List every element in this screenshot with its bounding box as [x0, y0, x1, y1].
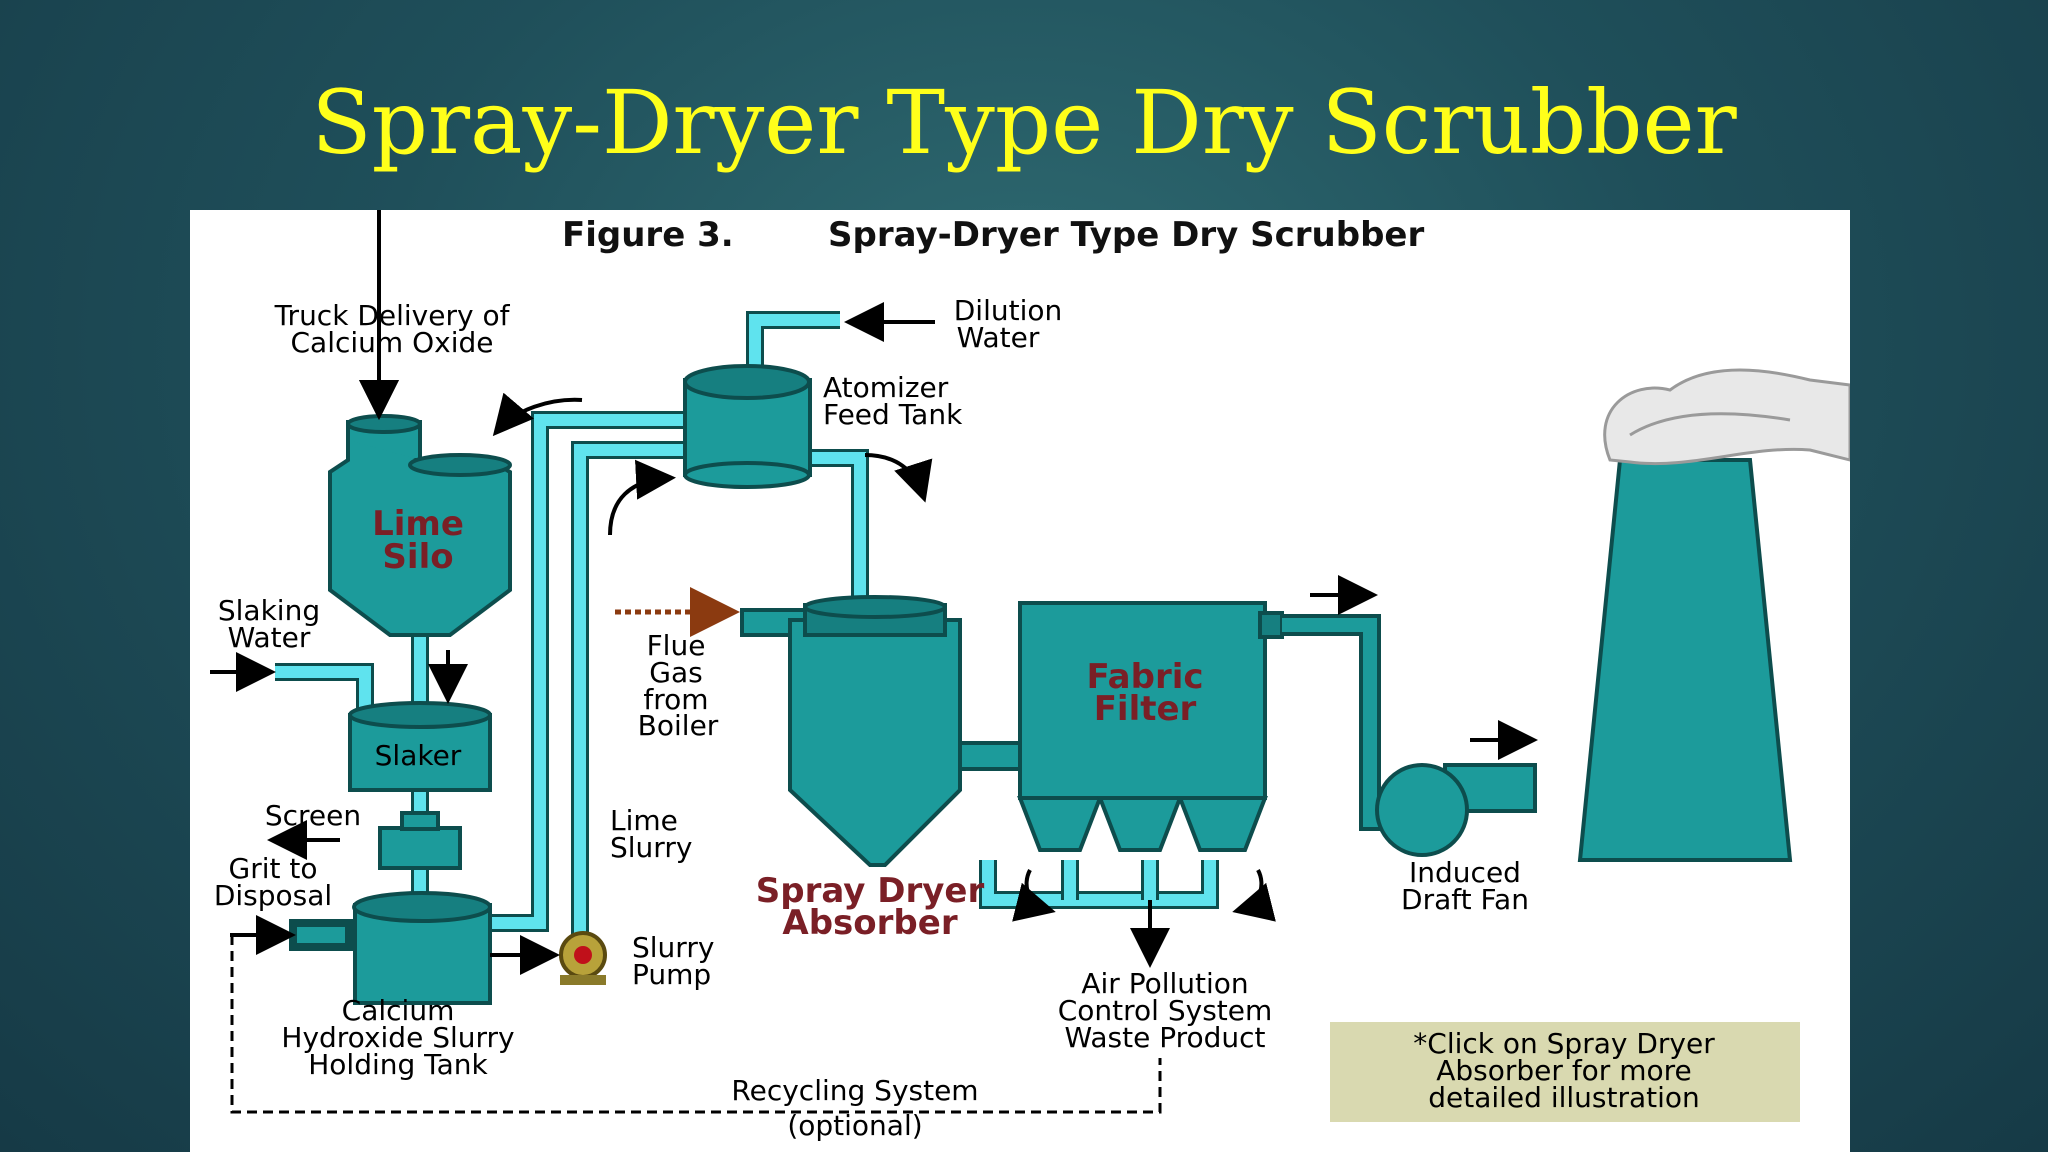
label-flue-gas-1: Flue	[647, 629, 706, 662]
spray-dryer-absorber[interactable]	[740, 595, 962, 867]
duct-absorber-to-filter	[958, 741, 1022, 771]
label-slurry-pump-2: Pump	[632, 958, 711, 991]
label-absorber-1[interactable]: Spray Dryer	[756, 871, 985, 911]
label-atomizer-1: Atomizer	[823, 371, 949, 404]
slaker-label: Slaker	[375, 739, 462, 772]
label-holding-tank-2: Hydroxide Slurry	[281, 1021, 514, 1054]
lime-silo-label-2: Silo	[382, 537, 453, 577]
label-recycling-2: (optional)	[787, 1109, 922, 1142]
click-note-line-3: detailed illustration	[1428, 1081, 1700, 1114]
label-waste-3: Waste Product	[1064, 1021, 1265, 1054]
click-note-line-1: *Click on Spray Dryer	[1413, 1027, 1715, 1060]
smoke-plume	[1603, 368, 1850, 466]
label-screen: Screen	[265, 799, 361, 832]
label-holding-tank-3: Holding Tank	[308, 1048, 488, 1081]
stack[interactable]	[1577, 368, 1850, 862]
label-lime-slurry-2: Slurry	[610, 831, 692, 864]
label-flue-gas-3: from	[643, 683, 708, 716]
pipes	[275, 311, 1219, 945]
figure-panel: Figure 3. Spray-Dryer Type Dry Scrubber	[190, 210, 1850, 1152]
slaker[interactable]: Slaker	[348, 701, 492, 792]
lime-silo-label-1: Lime	[372, 504, 464, 544]
process-diagram: Figure 3. Spray-Dryer Type Dry Scrubber	[210, 210, 1850, 1142]
label-dilution-water-1: Dilution	[954, 294, 1063, 327]
slide-title: Spray-Dryer Type Dry Scrubber	[311, 71, 1737, 174]
figure-caption: Spray-Dryer Type Dry Scrubber	[828, 215, 1424, 255]
label-grit-2: Disposal	[214, 879, 332, 912]
slurry-pump[interactable]	[559, 931, 607, 985]
label-flue-gas-4: Boiler	[638, 709, 719, 742]
atomizer-feed-tank[interactable]	[683, 364, 812, 489]
label-grit-1: Grit to	[229, 852, 318, 885]
label-waste-1: Air Pollution	[1081, 967, 1248, 1000]
label-slaking-water-1: Slaking	[218, 594, 320, 627]
label-absorber-2[interactable]: Absorber	[782, 903, 957, 943]
label-truck-delivery-1: Truck Delivery of	[274, 299, 511, 332]
arrow-recycle-right	[1232, 869, 1276, 922]
holding-tank[interactable]	[289, 891, 492, 1005]
label-waste-2: Control System	[1058, 994, 1273, 1027]
figure-number: Figure 3.	[562, 215, 734, 255]
label-holding-tank-1: Calcium	[342, 994, 455, 1027]
screen[interactable]	[378, 811, 462, 870]
arrow-recycle-left	[1012, 869, 1056, 922]
fabric-filter[interactable]: Fabric Filter	[1017, 601, 1284, 852]
label-slaking-water-2: Water	[228, 621, 311, 654]
label-recycling-1: Recycling System	[731, 1074, 978, 1107]
arrow-curve-silo-feed	[492, 392, 583, 437]
fabric-filter-label-1: Fabric	[1086, 657, 1203, 697]
label-slurry-pump-1: Slurry	[632, 931, 714, 964]
arrow-curve-atomizer-out	[864, 453, 933, 503]
click-note[interactable]: *Click on Spray Dryer Absorber for more …	[1330, 1022, 1800, 1122]
fabric-filter-label-2: Filter	[1094, 689, 1197, 729]
arrow-curve-pump-feed	[608, 459, 676, 536]
click-note-line-2: Absorber for more	[1436, 1054, 1692, 1087]
label-lime-slurry-1: Lime	[610, 804, 678, 837]
label-atomizer-2: Feed Tank	[823, 398, 963, 431]
lime-silo[interactable]: Lime Silo	[328, 414, 512, 637]
label-fan-2: Draft Fan	[1401, 883, 1529, 916]
label-fan-1: Induced	[1409, 856, 1521, 889]
induced-draft-fan[interactable]	[1375, 763, 1537, 857]
recycling-loop	[230, 935, 1162, 1114]
label-dilution-water-2: Water	[957, 321, 1040, 354]
label-truck-delivery-2: Calcium Oxide	[291, 326, 494, 359]
label-flue-gas-2: Gas	[649, 656, 702, 689]
